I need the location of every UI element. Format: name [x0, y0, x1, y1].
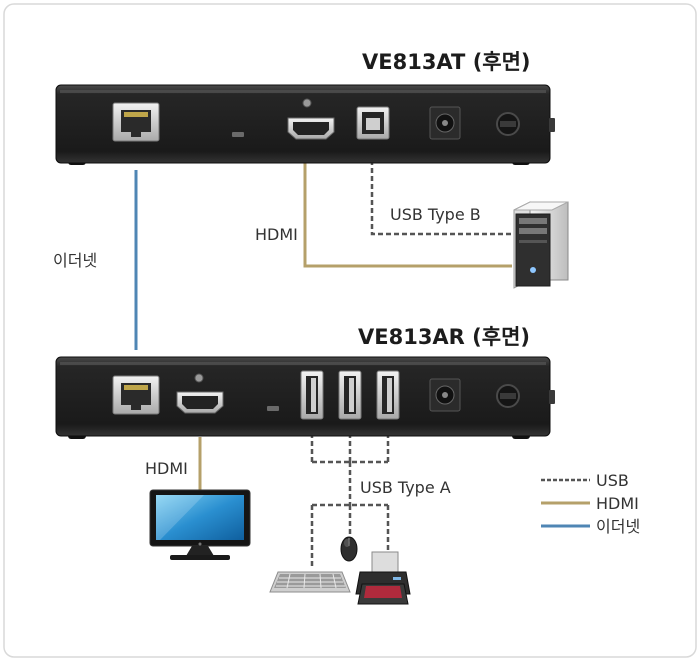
usb-type-b-label: USB Type B	[390, 205, 481, 224]
usb-type-b-port-icon	[356, 106, 390, 140]
monitor-icon	[149, 489, 251, 560]
legend-item-usb: USB	[541, 471, 629, 490]
ground-screw-icon	[194, 373, 204, 383]
legend-label-usb: USB	[596, 471, 629, 490]
power-switch-icon	[496, 384, 520, 408]
legend-item-hdmi: HDMI	[541, 494, 639, 513]
keyboard-icon	[269, 571, 351, 593]
usb-type-a-port-icon	[376, 370, 400, 420]
power-jack-icon	[429, 378, 461, 412]
legend-item-ethernet: 이더넷	[541, 517, 640, 536]
usb-type-a-cables	[310, 425, 390, 568]
transmitter-title: VE813AT (후면)	[362, 50, 531, 74]
legend: USB HDMI 이더넷	[541, 471, 640, 536]
power-jack-icon	[429, 106, 461, 140]
computer-icon	[513, 201, 569, 289]
rj45-port-icon	[112, 102, 160, 142]
hdmi-port-icon	[287, 117, 335, 140]
power-switch-icon	[496, 112, 520, 136]
status-led-icon	[232, 132, 244, 137]
ethernet-label: 이더넷	[53, 251, 97, 270]
hdmi-port-icon	[176, 391, 224, 414]
ground-screw-icon	[302, 98, 312, 108]
printer-icon	[355, 551, 411, 605]
usb-type-b-cable	[370, 160, 512, 236]
usb-type-a-port-icon	[338, 370, 362, 420]
hdmi-label-bottom: HDMI	[145, 459, 188, 478]
transmitter-device	[55, 84, 555, 165]
usb-type-a-port-icon	[300, 370, 324, 420]
receiver-device	[55, 356, 555, 439]
receiver-title: VE813AR (후면)	[358, 325, 530, 349]
usb-type-a-label: USB Type A	[360, 478, 451, 497]
legend-label-ethernet: 이더넷	[596, 517, 640, 536]
legend-label-hdmi: HDMI	[596, 494, 639, 513]
rj45-port-icon	[112, 375, 160, 415]
hdmi-cable-computer	[303, 160, 512, 268]
mouse-icon	[340, 536, 358, 562]
hdmi-label-top: HDMI	[255, 225, 298, 244]
status-led-icon	[267, 406, 279, 411]
